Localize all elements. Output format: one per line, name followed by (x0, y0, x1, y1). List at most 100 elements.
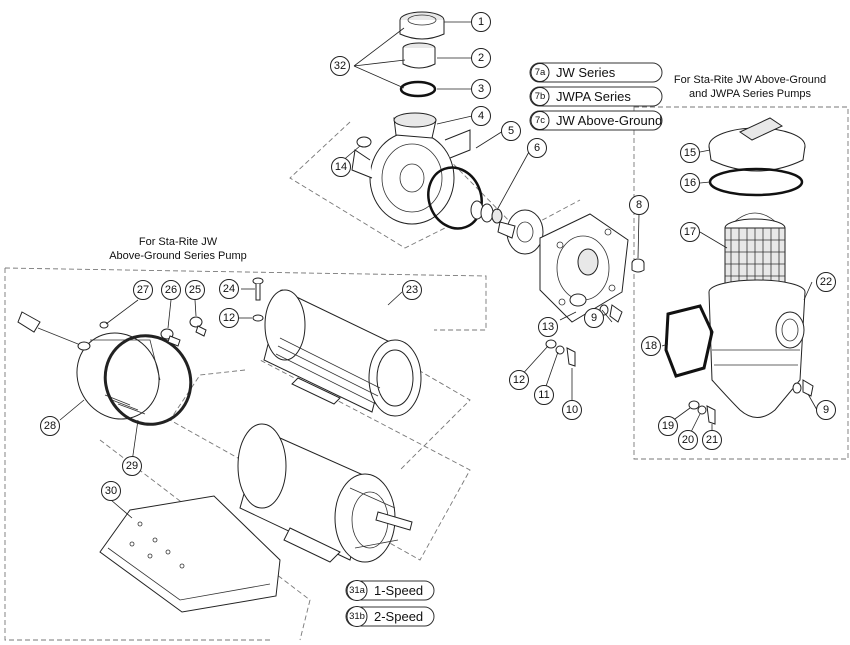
callout-number: 23 (406, 284, 418, 296)
callout-9-upper: 9 (584, 308, 604, 328)
right-note-line1: For Sta-Rite JW Above-Ground (674, 74, 826, 86)
part-seal-plate (539, 213, 629, 323)
callout-11: 11 (534, 385, 554, 405)
callout-number: 32 (334, 60, 346, 72)
part-motor-cover-23 (263, 289, 422, 417)
callout-number: 1 (478, 16, 484, 28)
part-hardware-19-21 (688, 400, 716, 425)
left-region-outline (4, 267, 487, 641)
series-pill-7b: 7b JWPA Series (529, 86, 663, 107)
callout-21: 21 (702, 430, 722, 450)
callout-12-left: 12 (219, 308, 239, 328)
callout-14: 14 (331, 157, 351, 177)
callout-13: 13 (538, 317, 558, 337)
callout-number: 22 (820, 276, 832, 288)
callout-number: 20 (682, 434, 694, 446)
series-pill-7c: 7c JW Above-Ground (529, 110, 663, 131)
callout-32: 32 (330, 56, 350, 76)
part-bushing (402, 42, 436, 69)
callout-29: 29 (122, 456, 142, 476)
callout-1: 1 (471, 12, 491, 32)
callout-number: 18 (645, 340, 657, 352)
part-shaft-seal (470, 200, 503, 224)
callout-number: 19 (662, 420, 674, 432)
part-knob-25 (189, 316, 207, 337)
callout-12-right: 12 (509, 370, 529, 390)
part-band-29 (103, 334, 193, 426)
motor-text-31b: 2-Speed (374, 609, 423, 624)
series-code-7b: 7b (535, 91, 546, 102)
callout-number: 12 (513, 374, 525, 386)
motor-code-31b: 31b (349, 611, 365, 622)
part-gasket-18 (664, 304, 714, 378)
part-end-cover-28 (76, 332, 161, 420)
callout-27: 27 (133, 280, 153, 300)
callout-number: 24 (223, 283, 235, 295)
part-washers-10-12 (545, 339, 576, 367)
callout-4: 4 (471, 106, 491, 126)
part-drain-plug-14 (356, 136, 372, 148)
part-base-30 (99, 495, 281, 613)
left-note-line2: Above-Ground Series Pump (109, 250, 247, 262)
callout-16: 16 (680, 173, 700, 193)
callout-number: 4 (478, 110, 484, 122)
part-plug-8 (631, 258, 645, 273)
part-strainer-cap (399, 11, 445, 40)
callout-number: 27 (137, 284, 149, 296)
callout-23: 23 (402, 280, 422, 300)
callout-24: 24 (219, 279, 239, 299)
part-pump-housing (351, 112, 471, 225)
callout-number: 5 (508, 125, 514, 137)
callout-22: 22 (816, 272, 836, 292)
callout-number: 3 (478, 83, 484, 95)
callout-number: 13 (542, 321, 554, 333)
callout-number: 30 (105, 485, 117, 497)
callout-number: 9 (823, 404, 829, 416)
series-code-7a: 7a (535, 67, 546, 78)
callout-19: 19 (658, 416, 678, 436)
callout-number: 25 (189, 284, 201, 296)
callout-26: 26 (161, 280, 181, 300)
callout-number: 14 (335, 161, 347, 173)
part-lid-o-ring-16 (708, 167, 804, 197)
callout-10: 10 (562, 400, 582, 420)
callout-18: 18 (641, 336, 661, 356)
right-note-line2: and JWPA Series Pumps (689, 88, 812, 100)
callout-number: 2 (478, 52, 484, 64)
callout-15: 15 (680, 143, 700, 163)
part-seal-o-ring-5 (427, 166, 483, 230)
left-note-line1: For Sta-Rite JW (139, 236, 218, 248)
part-cord-assembly (17, 311, 91, 351)
callout-30: 30 (101, 481, 121, 501)
callout-number: 21 (706, 434, 718, 446)
callout-number: 28 (44, 420, 56, 432)
part-o-ring-3 (399, 80, 437, 98)
motor-pill-31a: 31a 1-Speed (345, 580, 435, 601)
callout-17: 17 (680, 222, 700, 242)
callout-number: 16 (684, 177, 696, 189)
callout-3: 3 (471, 79, 491, 99)
series-pill-7a: 7a JW Series (529, 62, 663, 83)
part-strainer-body-22 (708, 279, 806, 418)
part-knob-26 (160, 328, 181, 347)
callout-number: 9 (591, 312, 597, 324)
callout-5: 5 (501, 121, 521, 141)
callout-9-lower: 9 (816, 400, 836, 420)
callout-number: 17 (684, 226, 696, 238)
series-text-7a: JW Series (556, 65, 616, 80)
callout-6: 6 (527, 138, 547, 158)
callout-2: 2 (471, 48, 491, 68)
callout-number: 6 (534, 142, 540, 154)
part-strainer-lid-15 (708, 117, 806, 172)
part-plug-9-lower (792, 379, 814, 397)
callout-number: 26 (165, 284, 177, 296)
callout-number: 29 (126, 460, 138, 472)
callout-25: 25 (185, 280, 205, 300)
series-code-7c: 7c (535, 115, 545, 126)
callout-number: 12 (223, 312, 235, 324)
callout-8: 8 (629, 195, 649, 215)
callout-28: 28 (40, 416, 60, 436)
part-plug-9-upper (599, 304, 623, 323)
series-text-7b: JWPA Series (556, 89, 631, 104)
